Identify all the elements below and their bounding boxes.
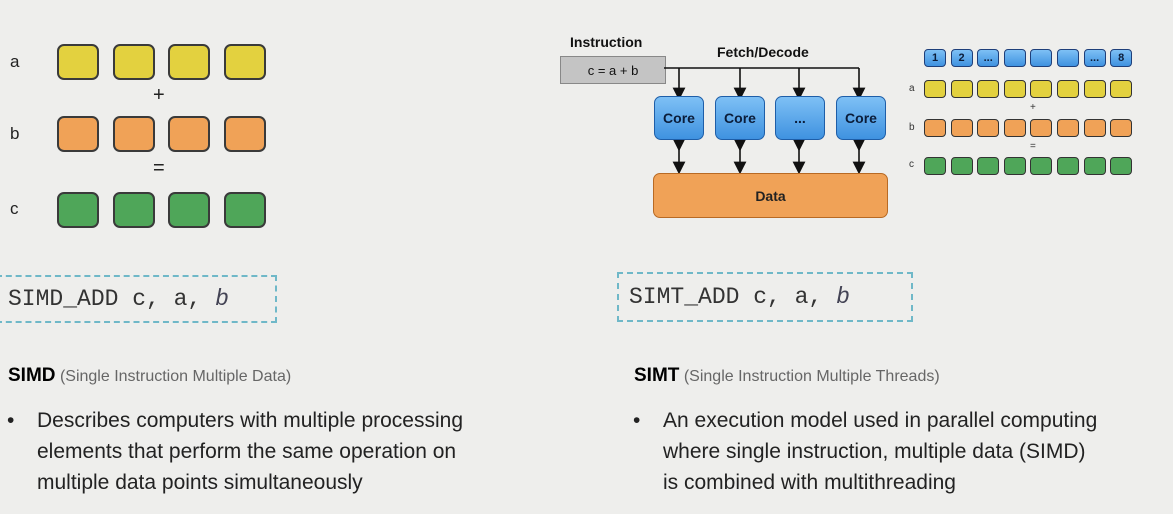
simt-heading: SIMT (Single Instruction Multiple Thread… — [634, 365, 940, 387]
row-label-c: c — [10, 199, 19, 218]
cell-a — [113, 44, 155, 80]
mini-cell-b — [1030, 119, 1053, 137]
thread-box: ... — [977, 49, 1000, 67]
simd-title: SIMD — [8, 365, 56, 386]
mini-cell-c — [1083, 157, 1106, 175]
code-op: SIMD_ADD — [8, 286, 133, 312]
simd-subtitle: (Single Instruction Multiple Data) — [59, 368, 292, 385]
mini-cell-a — [1030, 80, 1053, 98]
bullet-marker: • — [633, 409, 641, 432]
fetch-decode-label: Fetch/Decode — [717, 44, 809, 60]
mini-cell-b — [977, 119, 1000, 137]
mini-cell-b — [1110, 119, 1133, 137]
simt-title: SIMT — [634, 365, 680, 386]
bullet-line: An execution model used in parallel comp… — [663, 409, 1098, 432]
mini-cell-a — [1057, 80, 1079, 98]
mini-equals-sign: = — [1030, 141, 1036, 152]
simd-bullet: • Describes computers with multiple proc… — [7, 405, 577, 498]
bullet-line: is combined with multithreading — [663, 471, 956, 494]
core-label: Core — [724, 110, 756, 126]
mini-cell-a — [924, 80, 946, 98]
bullet-line: where single instruction, multiple data … — [663, 440, 1086, 463]
row-label-a: a — [10, 52, 20, 71]
mini-cell-b — [1057, 119, 1079, 137]
row-label-b: b — [10, 124, 20, 143]
equals-sign: = — [153, 157, 165, 179]
bullet-marker: • — [7, 409, 15, 432]
core-label: ... — [794, 110, 806, 126]
mini-cell-b — [1083, 119, 1106, 137]
thread-box: 2 — [950, 49, 973, 67]
simt-bullet: • An execution model used in parallel co… — [633, 405, 1171, 498]
mini-cell-c — [950, 157, 973, 175]
cell-a — [57, 44, 99, 80]
mini-cell-b — [1003, 119, 1026, 137]
mini-cell-b — [950, 119, 973, 137]
mini-label-c: c — [909, 159, 914, 170]
cell-b — [113, 116, 155, 152]
simt-subtitle: (Single Instruction Multiple Threads) — [683, 368, 940, 385]
cell-c — [57, 192, 99, 228]
core-label: Core — [663, 110, 695, 126]
code-last-arg: b — [836, 284, 850, 310]
thread-box — [1003, 49, 1026, 67]
mini-cell-c — [1110, 157, 1133, 175]
core-box: Core — [836, 96, 886, 140]
cell-a — [168, 44, 210, 80]
cell-b — [57, 116, 99, 152]
mini-label-b: b — [909, 122, 915, 133]
bullet-line: Describes computers with multiple proces… — [37, 409, 463, 432]
code-args: c, a, — [753, 284, 837, 310]
mini-label-a: a — [909, 83, 915, 94]
mini-cell-c — [1057, 157, 1079, 175]
cell-c — [224, 192, 266, 228]
core-box: Core — [715, 96, 765, 140]
cell-c — [113, 192, 155, 228]
data-label: Data — [755, 187, 786, 204]
code-op: SIMT_ADD — [629, 284, 754, 310]
mini-cell-c — [977, 157, 1000, 175]
simd-code-box: SIMD_ADD c, a, b — [0, 275, 277, 323]
thread-box — [1057, 49, 1079, 67]
core-box: ... — [775, 96, 825, 140]
instruction-box: c = a + b — [560, 56, 666, 84]
mini-cell-c — [924, 157, 946, 175]
simt-code-box: SIMT_ADD c, a, b — [617, 272, 913, 322]
instruction-text: c = a + b — [587, 62, 639, 78]
thread-box: ... — [1083, 49, 1106, 67]
simd-heading: SIMD (Single Instruction Multiple Data) — [8, 365, 291, 387]
mini-plus-sign: + — [1030, 102, 1036, 113]
mini-cell-c — [1030, 157, 1053, 175]
mini-cell-b — [924, 119, 946, 137]
code-args: c, a, — [132, 286, 216, 312]
mini-cell-a — [950, 80, 973, 98]
mini-cell-c — [1003, 157, 1026, 175]
core-label: Core — [845, 110, 877, 126]
mini-cell-a — [1003, 80, 1026, 98]
cell-b — [224, 116, 266, 152]
cell-b — [168, 116, 210, 152]
mini-cell-a — [977, 80, 1000, 98]
data-box: Data — [653, 173, 888, 218]
code-last-arg: b — [215, 286, 229, 312]
mini-cell-a — [1110, 80, 1133, 98]
core-box: Core — [654, 96, 704, 140]
thread-box: 1 — [924, 49, 946, 67]
thread-box — [1030, 49, 1053, 67]
mini-cell-a — [1083, 80, 1106, 98]
instruction-title: Instruction — [570, 34, 643, 50]
bullet-line: elements that perform the same operation… — [37, 440, 457, 463]
thread-box: 8 — [1110, 49, 1133, 67]
bullet-line: multiple data points simultaneously — [37, 471, 363, 494]
plus-sign: + — [153, 84, 165, 106]
cell-a — [224, 44, 266, 80]
cell-c — [168, 192, 210, 228]
